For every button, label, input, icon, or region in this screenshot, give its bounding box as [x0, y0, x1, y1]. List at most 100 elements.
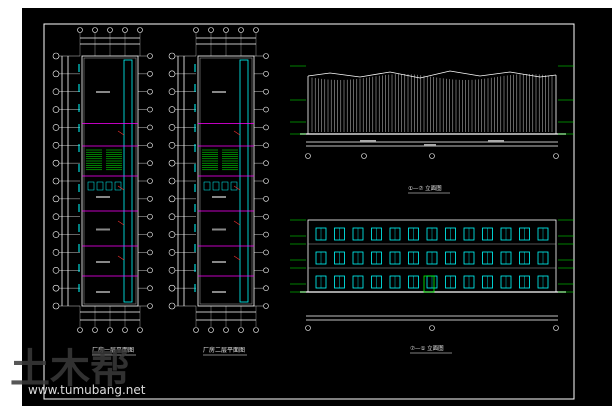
- axis-bubble: [147, 53, 153, 59]
- axis-bubble: [429, 325, 435, 331]
- axis-bubble: [305, 153, 311, 159]
- axis-bubble: [263, 71, 269, 77]
- corridor: [123, 59, 133, 303]
- door-swing: [233, 185, 241, 191]
- axis-bubble: [77, 327, 83, 333]
- rear-elevation: [300, 70, 566, 147]
- axis-bubble: [147, 106, 153, 113]
- axis-bubble: [147, 196, 153, 202]
- room-tag: [96, 91, 110, 93]
- room-tag: [212, 91, 226, 93]
- front-elevation-title: ⑦—① 立面图: [410, 344, 444, 352]
- axis-bubble: [263, 303, 269, 309]
- axis-bubble: [263, 53, 269, 59]
- axis-bubble: [263, 196, 269, 202]
- fixture: [203, 181, 211, 191]
- axis-bubble: [263, 106, 269, 113]
- fixture: [96, 181, 104, 191]
- dim-text: [424, 144, 436, 146]
- door-swing: [233, 220, 241, 226]
- room-tag: [96, 196, 110, 198]
- first-floor-plan-title: 厂房一层平面图: [92, 346, 134, 354]
- axis-bubble: [263, 142, 269, 149]
- axis-bubble: [193, 327, 199, 333]
- sheet-background: [22, 8, 612, 406]
- axis-bubble: [137, 27, 143, 33]
- axis-bubble: [238, 27, 244, 33]
- axis-bubble: [147, 71, 153, 77]
- axis-bubble: [92, 27, 98, 33]
- room-tag: [212, 196, 226, 198]
- axis-bubble: [263, 249, 269, 256]
- axis-bubble: [305, 325, 311, 331]
- axis-bubble: [137, 327, 143, 333]
- axis-bubble: [361, 153, 367, 159]
- axis-bubble: [147, 213, 153, 220]
- axis-bubble: [122, 27, 128, 33]
- axis-bubble: [223, 327, 229, 333]
- axis-bubble: [122, 327, 128, 333]
- front-elevation-level-marks: [290, 219, 574, 331]
- entrance-door: [423, 275, 435, 293]
- axis-bubble: [107, 327, 113, 333]
- axis-bubble: [429, 153, 435, 159]
- axis-bubble: [553, 153, 559, 159]
- axis-bubble: [147, 142, 153, 149]
- room-tag: [96, 291, 110, 293]
- axis-bubble: [147, 303, 153, 309]
- dim-text: [488, 140, 504, 142]
- door-swing: [117, 220, 125, 226]
- axis-bubble: [253, 327, 259, 333]
- second-floor-axis-bubbles: [168, 27, 269, 333]
- axis-bubble: [92, 327, 98, 333]
- door-swing: [117, 185, 125, 191]
- room-tag: [212, 261, 226, 263]
- axis-bubble: [147, 285, 153, 291]
- axis-bubble: [147, 267, 153, 274]
- axis-bubble: [147, 231, 153, 238]
- dim-text: [360, 140, 376, 142]
- axis-bubble: [208, 27, 214, 33]
- axis-bubble: [253, 27, 259, 33]
- fixture: [230, 181, 238, 191]
- watermark-url: www.tumubang.net: [28, 383, 146, 397]
- room-tag: [96, 228, 110, 231]
- second-floor-rooms: [194, 59, 254, 303]
- door-swing: [117, 130, 125, 136]
- axis-bubble: [147, 160, 153, 166]
- axis-bubble: [107, 27, 113, 33]
- axis-bubble: [147, 124, 153, 131]
- door-swing: [233, 255, 241, 261]
- door-swing: [233, 130, 241, 136]
- axis-bubble: [193, 27, 199, 33]
- sheet-border: [43, 23, 575, 400]
- corridor: [239, 59, 249, 303]
- axis-bubble: [263, 267, 269, 274]
- axis-bubble: [263, 160, 269, 166]
- axis-bubble: [263, 88, 269, 95]
- fixture: [212, 181, 220, 191]
- second-floor-plan-title: 厂房二层平面图: [203, 346, 245, 354]
- axis-bubble: [223, 27, 229, 33]
- axis-bubble: [147, 249, 153, 256]
- fixture: [114, 181, 122, 191]
- axis-bubble: [147, 88, 153, 95]
- room-tag: [96, 261, 110, 263]
- axis-bubble: [263, 213, 269, 220]
- door-swing: [117, 255, 125, 261]
- fixture: [105, 181, 113, 191]
- rear-elevation-cladding-lines: [311, 74, 553, 132]
- room-tag: [212, 291, 226, 293]
- fixture: [221, 181, 229, 191]
- axis-bubble: [263, 285, 269, 291]
- first-floor-axis-bubbles: [52, 27, 153, 333]
- axis-bubble: [263, 178, 269, 184]
- fixture: [87, 181, 95, 191]
- axis-bubble: [238, 327, 244, 333]
- axis-bubble: [263, 231, 269, 238]
- first-floor-rooms: [78, 59, 138, 303]
- axis-bubble: [553, 325, 559, 331]
- axis-bubble: [147, 178, 153, 184]
